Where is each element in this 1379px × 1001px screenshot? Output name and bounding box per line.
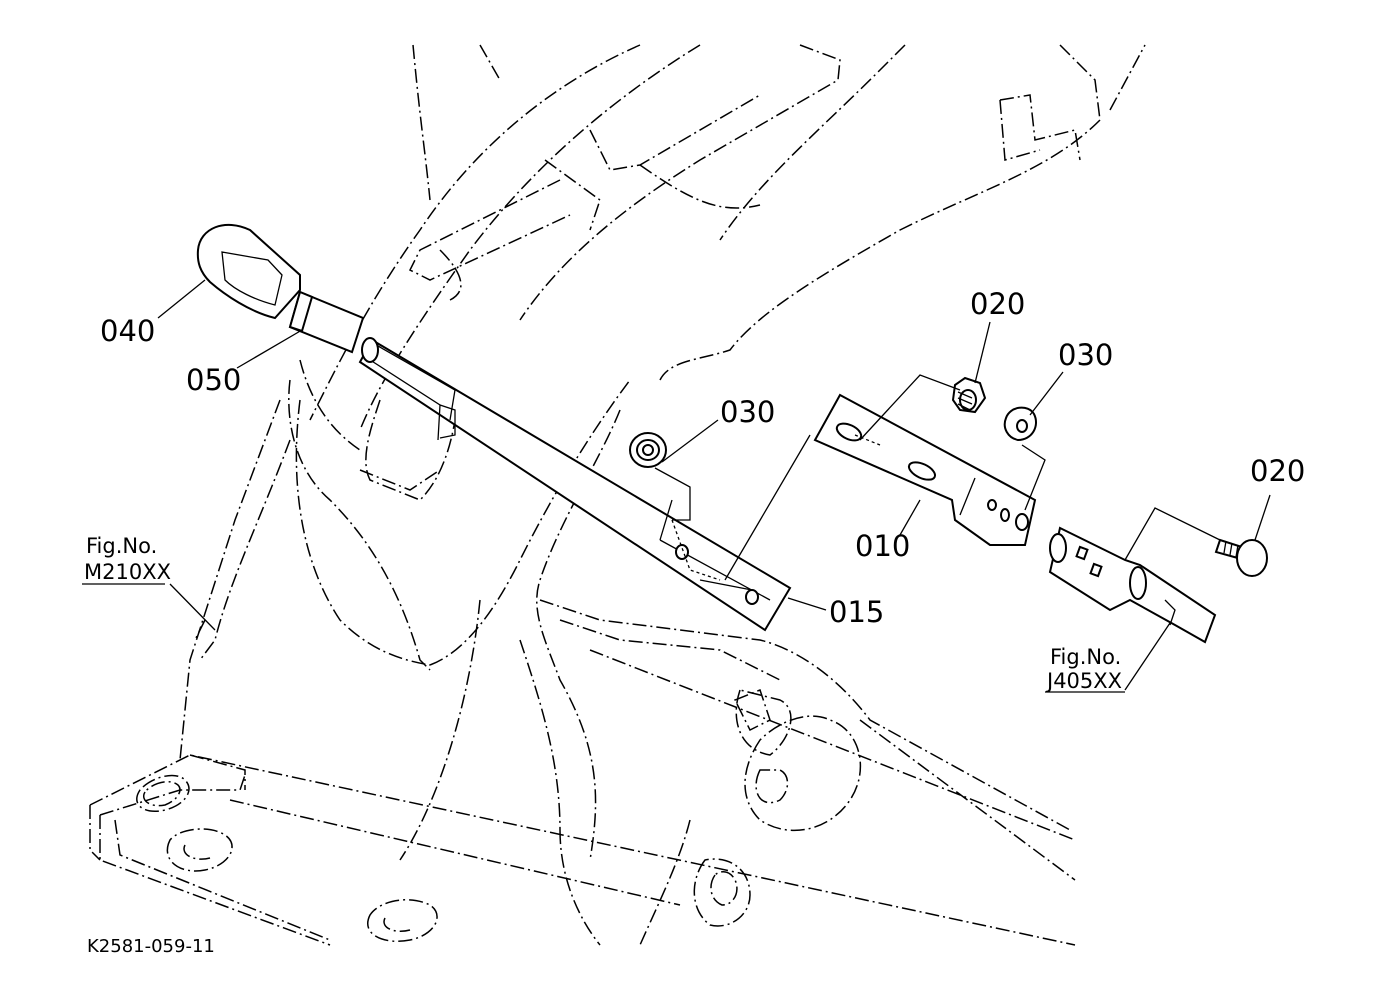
part-020-bolt-right	[1214, 538, 1268, 577]
callout-050: 050	[186, 363, 241, 397]
fig-ref-left-number: M210XX	[84, 560, 171, 584]
leader-lines	[82, 279, 1271, 693]
fig-ref-right-number: J405XX	[1045, 669, 1122, 693]
part-040-knob	[196, 223, 301, 320]
part-020-bolt-top	[951, 376, 987, 414]
callout-030-right: 030	[1058, 338, 1113, 372]
shaft-assembly	[1048, 526, 1217, 644]
frame-plate	[89, 754, 1076, 946]
part-015-lever-rod	[358, 337, 792, 632]
drawing-number: K2581-059-11	[87, 936, 215, 957]
callout-020-right: 020	[1250, 454, 1305, 488]
fig-ref-left-label: Fig.No.	[86, 534, 157, 558]
part-050-collar	[288, 290, 365, 354]
callout-015: 015	[829, 595, 884, 629]
callout-010: 010	[855, 529, 910, 563]
fig-ref-right-label: Fig.No.	[1050, 645, 1121, 669]
callout-020-top: 020	[970, 287, 1025, 321]
part-030-nut-right	[1003, 406, 1037, 442]
assembly-lines	[654, 374, 1221, 591]
part-030-nut-left	[629, 432, 667, 468]
callout-040: 040	[100, 314, 155, 348]
housing-outline	[179, 44, 1146, 946]
callout-030-left: 030	[720, 395, 775, 429]
part-010-plate	[813, 393, 1037, 546]
